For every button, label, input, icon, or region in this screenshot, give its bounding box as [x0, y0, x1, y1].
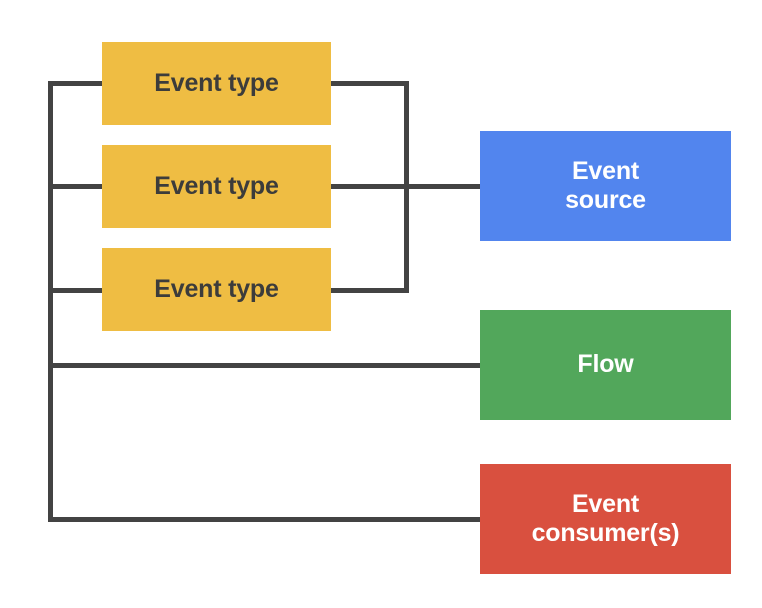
- node-flow[interactable]: Flow: [480, 310, 731, 420]
- node-event-type-2-label: Event type: [154, 171, 279, 200]
- node-event-consumers[interactable]: Event consumer(s): [480, 464, 731, 574]
- node-event-source-label: Event source: [565, 156, 646, 215]
- node-event-consumers-label: Event consumer(s): [531, 489, 680, 548]
- node-flow-label: Flow: [577, 350, 634, 379]
- node-event-type-2[interactable]: Event type: [102, 145, 331, 228]
- node-event-type-1-label: Event type: [154, 68, 279, 97]
- node-event-type-3[interactable]: Event type: [102, 248, 331, 331]
- node-event-type-3-label: Event type: [154, 274, 279, 303]
- node-event-source[interactable]: Event source: [480, 131, 731, 241]
- node-event-type-1[interactable]: Event type: [102, 42, 331, 125]
